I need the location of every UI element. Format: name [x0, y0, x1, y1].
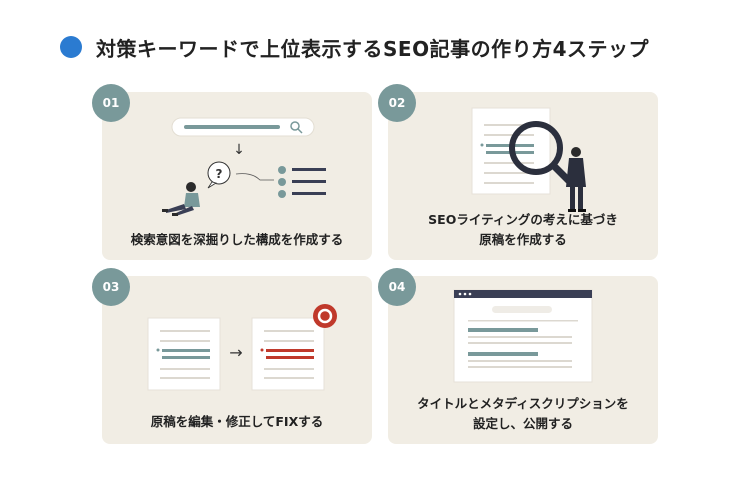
step-number-badge: 01: [92, 84, 130, 122]
step-card-03: 03 → 原稿を編集・修正してFIXする: [92, 268, 372, 444]
step-caption-line: 設定し、公開する: [472, 416, 573, 431]
question-bubble-icon: ?: [207, 161, 231, 189]
step-number-badge: 02: [378, 84, 416, 122]
step-caption: 原稿を編集・修正してFIXする: [102, 412, 372, 432]
document-edited-icon: [251, 317, 325, 391]
step-caption-line: タイトルとメタディスクリプションを: [417, 396, 629, 411]
red-circle-icon: [313, 304, 337, 328]
step-card-02: 02 SEOライティングの考えに基づき 原稿を作成する: [378, 84, 658, 260]
step-caption: SEOライティングの考えに基づき 原稿を作成する: [388, 210, 658, 250]
step2-illustration: [471, 107, 586, 212]
step-caption-line: 原稿を編集・修正してFIXする: [150, 414, 324, 429]
step-caption: タイトルとメタディスクリプションを 設定し、公開する: [388, 394, 658, 434]
person-standing-illustration: [566, 147, 586, 212]
step-number-badge: 03: [92, 268, 130, 306]
arrow-right-icon: →: [229, 343, 242, 362]
step-caption: 検索意図を深掘りした構成を作成する: [102, 230, 372, 250]
step3-illustration: →: [147, 304, 337, 391]
step-number-badge: 04: [378, 268, 416, 306]
list-icon: [278, 166, 326, 198]
arrow-down-icon: ↓: [233, 142, 245, 158]
page-header: 対策キーワードで上位表示するSEO記事の作り方4ステップ: [60, 30, 649, 64]
title-bullet: [60, 36, 82, 58]
step-caption-line: 原稿を作成する: [479, 232, 567, 247]
page-title: 対策キーワードで上位表示するSEO記事の作り方4ステップ: [96, 36, 649, 61]
step-caption-line: 検索意図を深掘りした構成を作成する: [130, 232, 344, 247]
step-card-01: 01 ↓ ?: [92, 84, 372, 260]
search-icon: [290, 121, 303, 134]
step4-illustration: [453, 289, 593, 383]
browser-window-icon: [453, 289, 593, 383]
step1-illustration: ↓ ?: [162, 117, 326, 216]
document-icon: [147, 317, 221, 391]
step-card-04: 04 タイトルとメタディスクリプションを 設定し、公開する: [378, 268, 658, 444]
step-caption-line: SEOライティングの考えに基づき: [428, 212, 618, 227]
svg-text:?: ?: [216, 167, 223, 181]
person-sitting-illustration: [162, 182, 200, 216]
